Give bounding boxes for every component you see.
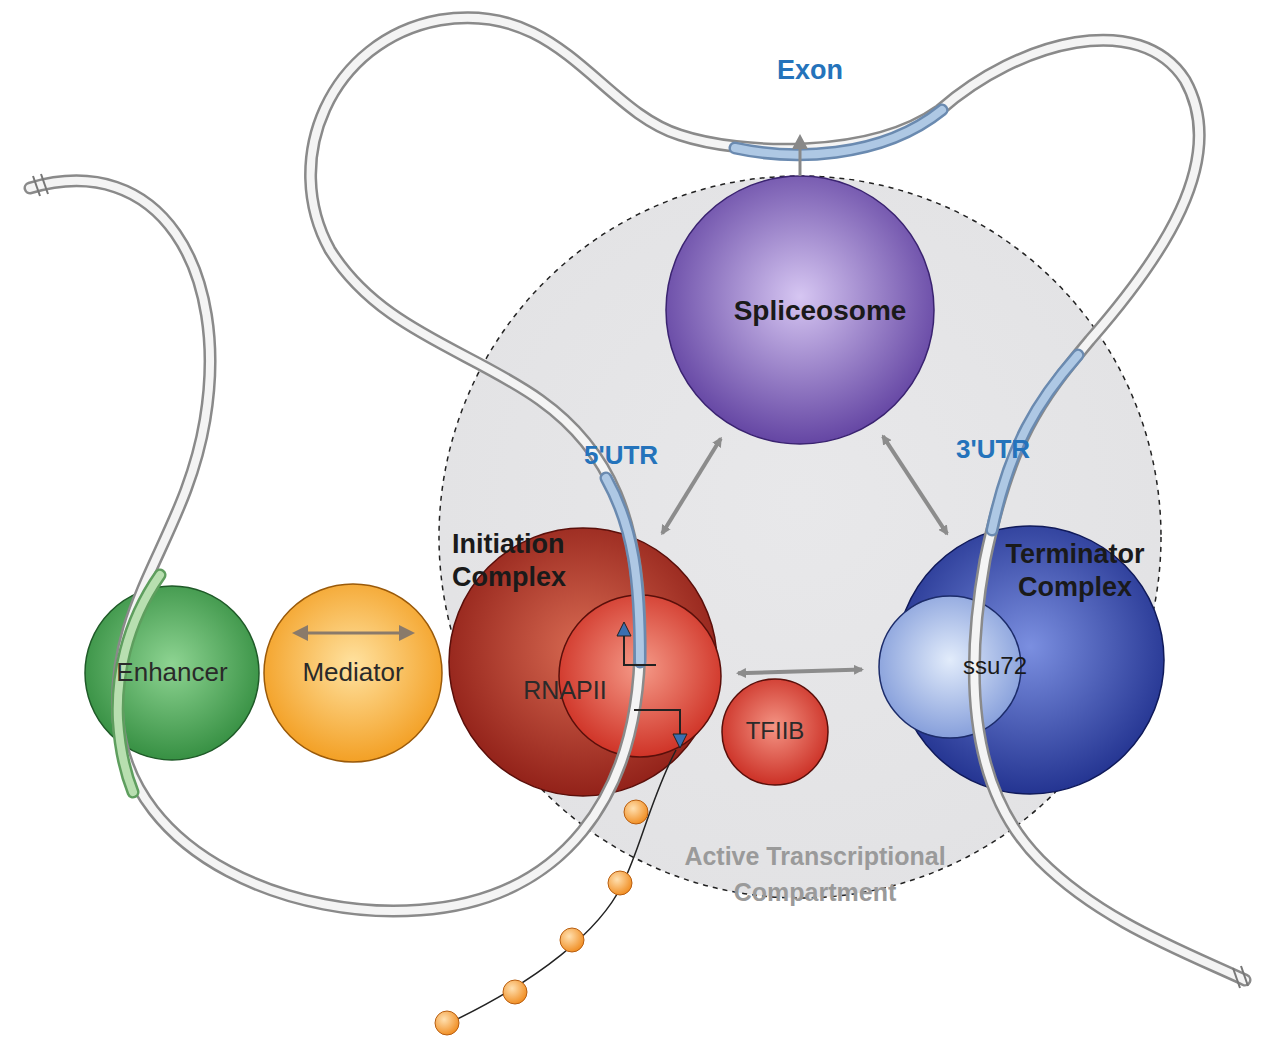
region-label: Exon [740,54,880,87]
ssu72-node: ssu72 [878,595,1022,739]
node-label: TFIIB [725,716,825,745]
mediator-circle-fill [264,584,442,762]
node-heading: Initiation Complex [452,528,622,594]
mediator-node: Mediator [263,583,443,763]
interaction-arrow [883,436,947,534]
initiation-complex-node: Initiation ComplexRNAPII [448,527,718,797]
region-label: 5'UTR [584,440,704,472]
mediator-arrow [292,625,415,641]
enhancer-segment [118,575,160,792]
interaction-arrow [738,670,862,674]
rnapii-node: RNAPII [558,594,722,758]
tfiib-node: TFIIB [721,678,829,786]
node-label: Enhancer [84,657,260,689]
compartment-label: Active Transcriptional Compartment [620,838,1010,911]
node-label: Mediator [263,657,443,689]
dna-tube [30,18,1245,980]
tfiib-circle-fill [722,679,828,785]
node-label: RNAPII [500,675,630,706]
node-heading: Terminator Complex [975,538,1175,604]
interaction-arrow [662,439,721,534]
exon-arrow [792,134,808,176]
dna-core [30,18,1245,980]
enhancer-node: Enhancer [84,585,260,761]
node-label: Spliceosome [690,294,950,328]
spliceosome-node: Spliceosome [665,175,935,445]
region-label: 3'UTR [956,434,1076,466]
enhancer-segment-core [118,575,160,792]
node-label: ssu72 [935,651,1055,680]
nascent-transcript [435,750,676,1035]
enhancer-circle-fill [85,586,259,760]
compartment-node: Active Transcriptional CompartmentSplice… [438,175,1162,899]
break-marks [33,174,1248,988]
exon-segment-core [735,110,942,155]
utr5-segment-core [606,478,640,662]
dna-outline [30,18,1245,980]
utr5-segment [606,478,640,662]
terminator-complex-node: Terminator Complexssu72 [895,525,1165,795]
exon-segment [735,110,942,155]
promoter-arrows [617,622,687,748]
